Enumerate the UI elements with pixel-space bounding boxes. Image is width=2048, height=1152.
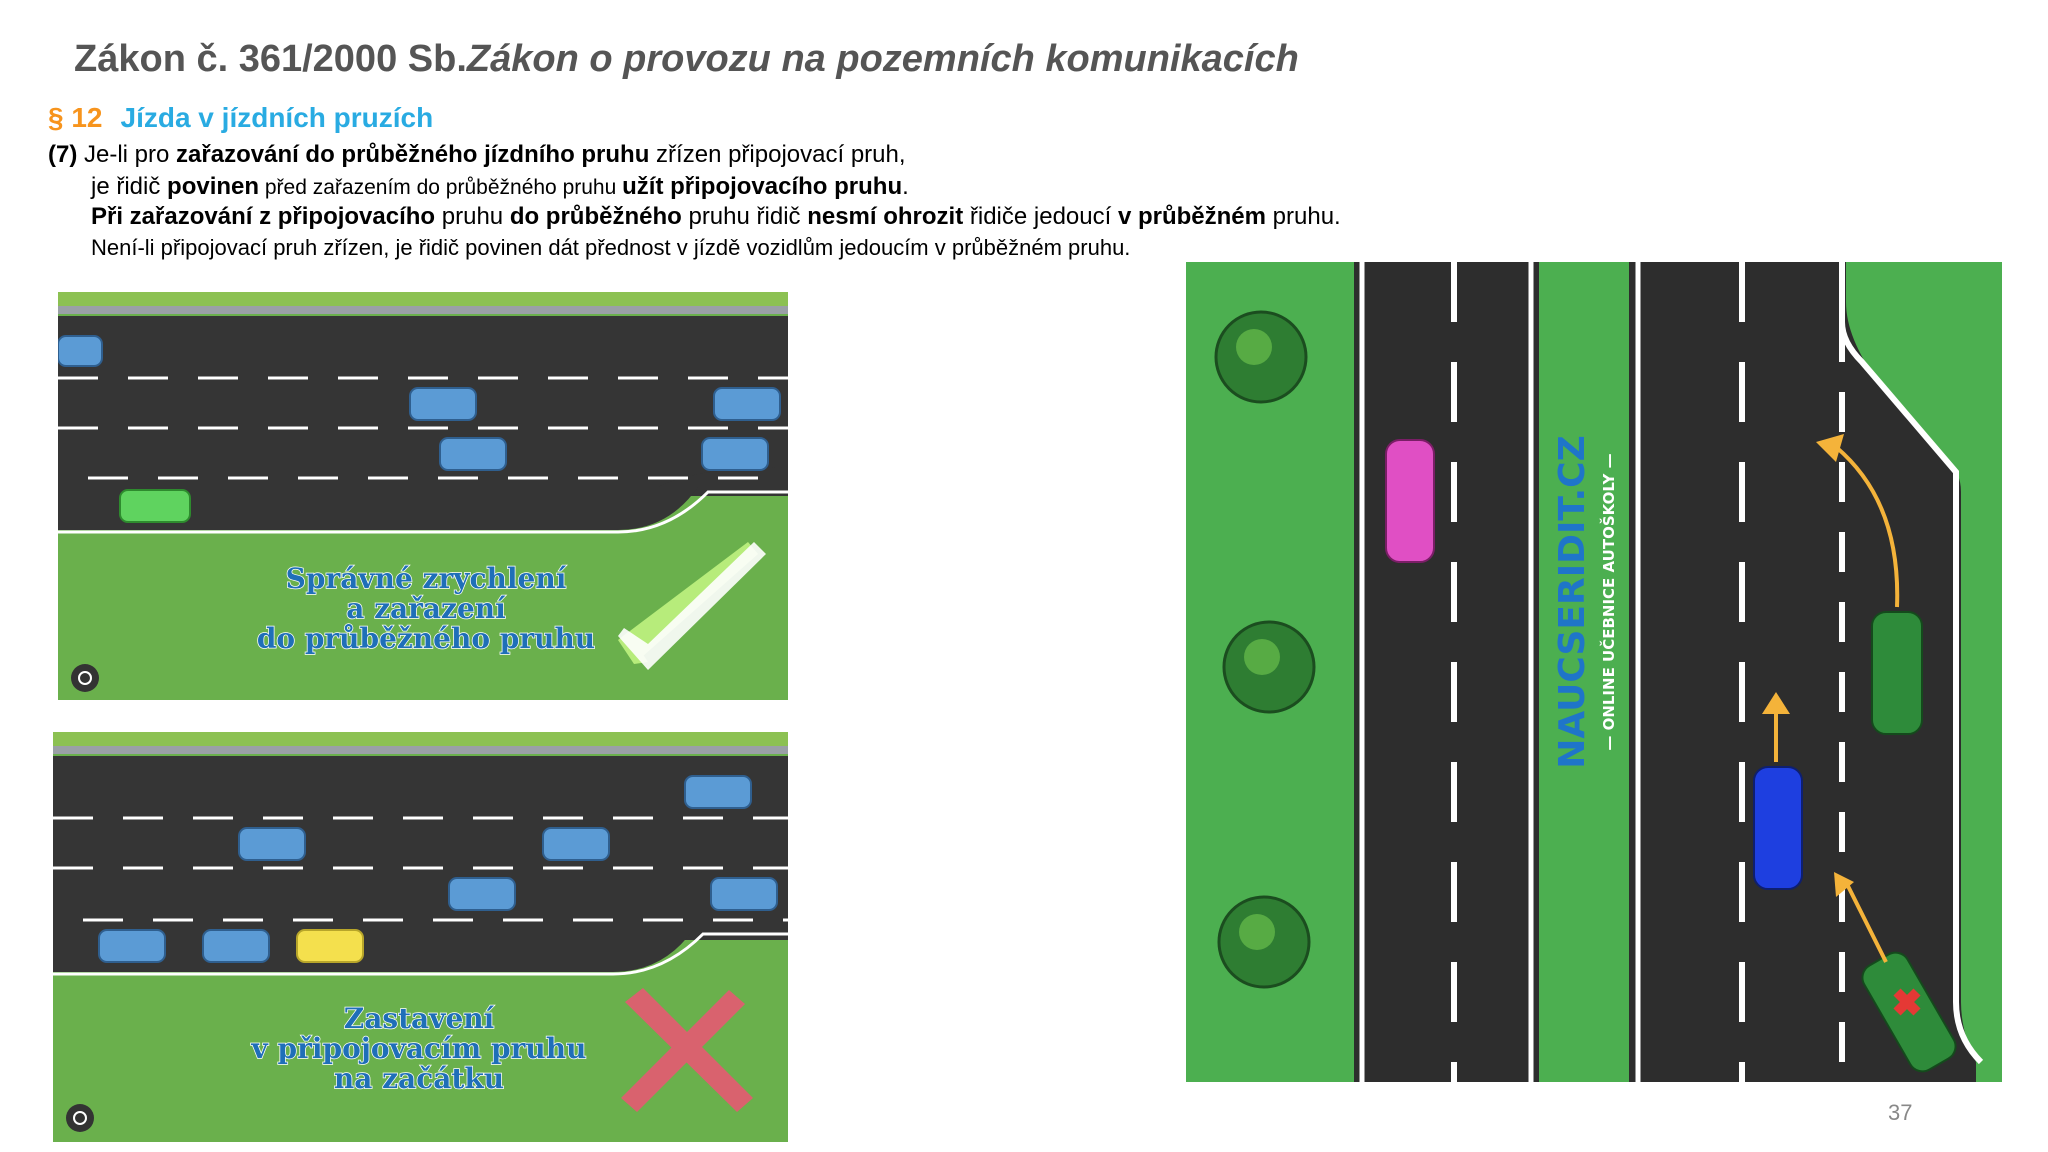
rotate-icon (71, 664, 99, 692)
bold-text: v průběžném (1117, 203, 1266, 230)
slide-title: Zákon č. 361/2000 Sb.Zákon o provozu na … (74, 38, 1299, 81)
text: je řidič (91, 173, 168, 200)
bold-text: povinen (167, 173, 260, 200)
bold-text: Při zařazování z připojovacího (91, 203, 436, 230)
text: Je-li pro (77, 141, 177, 168)
bold-text: užít připojovacího pruhu (622, 173, 903, 200)
rotate-icon (66, 1104, 94, 1132)
section-heading: § 12 Jízda v jízdních pruzích (48, 102, 433, 134)
merging-lane-diagram: NAUCSERIDIT.CZ — ONLINE UČEBNICE AUTOŠKO… (1186, 262, 2002, 1082)
paragraph-line-2: je řidič povinen před zařazením do průbě… (91, 172, 909, 203)
paragraph-line-3: Při zařazování z připojovacího pruhu do … (91, 202, 1341, 232)
page-number: 37 (1888, 1100, 1913, 1125)
bold-text: nesmí ohrozit (807, 203, 964, 230)
wrong-caption-2: v připojovacím pruhu (251, 1032, 587, 1065)
watermark-tagline: — ONLINE UČEBNICE AUTOŠKOLY — (1599, 453, 1618, 750)
paragraph-mark: (7) (48, 141, 78, 168)
text: řidiče jedoucí (963, 203, 1118, 230)
text: pruhu (435, 203, 510, 230)
section-number: § 12 (48, 102, 103, 133)
bold-text: do průběžného (509, 203, 682, 230)
text: zřízen připojovací pruh, (649, 141, 906, 168)
section-name: Jízda v jízdních pruzích (120, 102, 434, 133)
correct-caption-1: Správné zrychlení (286, 562, 567, 595)
correct-merge-illustration: Správné zrychlení a zařazení do průběžné… (58, 292, 788, 700)
text: pruhu řidič (681, 203, 808, 230)
watermark-brand: NAUCSERIDIT.CZ (1552, 435, 1593, 768)
correct-caption-3: do průběžného pruhu (257, 622, 595, 655)
wrong-merge-illustration: Zastavení v připojovacím pruhu na začátk… (53, 732, 788, 1142)
paragraph-line-4: Není-li připojovací pruh zřízen, je řidi… (91, 235, 1131, 260)
correct-caption-2: a zařazení (346, 592, 506, 625)
wrong-caption-3: na začátku (334, 1062, 504, 1095)
text: před zařazením do průběžného pruhu (259, 176, 623, 199)
wrong-caption-1: Zastavení (344, 1002, 495, 1035)
text: . (902, 173, 909, 200)
law-number: Zákon č. 361/2000 Sb. (74, 38, 467, 80)
text: pruhu. (1265, 203, 1341, 230)
bold-text: zařazování do průběžného jízdního pruhu (176, 141, 650, 168)
law-name: Zákon o provozu na pozemních komunikacíc… (466, 38, 1299, 80)
paragraph-line-1: (7) Je-li pro zařazování do průběžného j… (48, 140, 906, 170)
